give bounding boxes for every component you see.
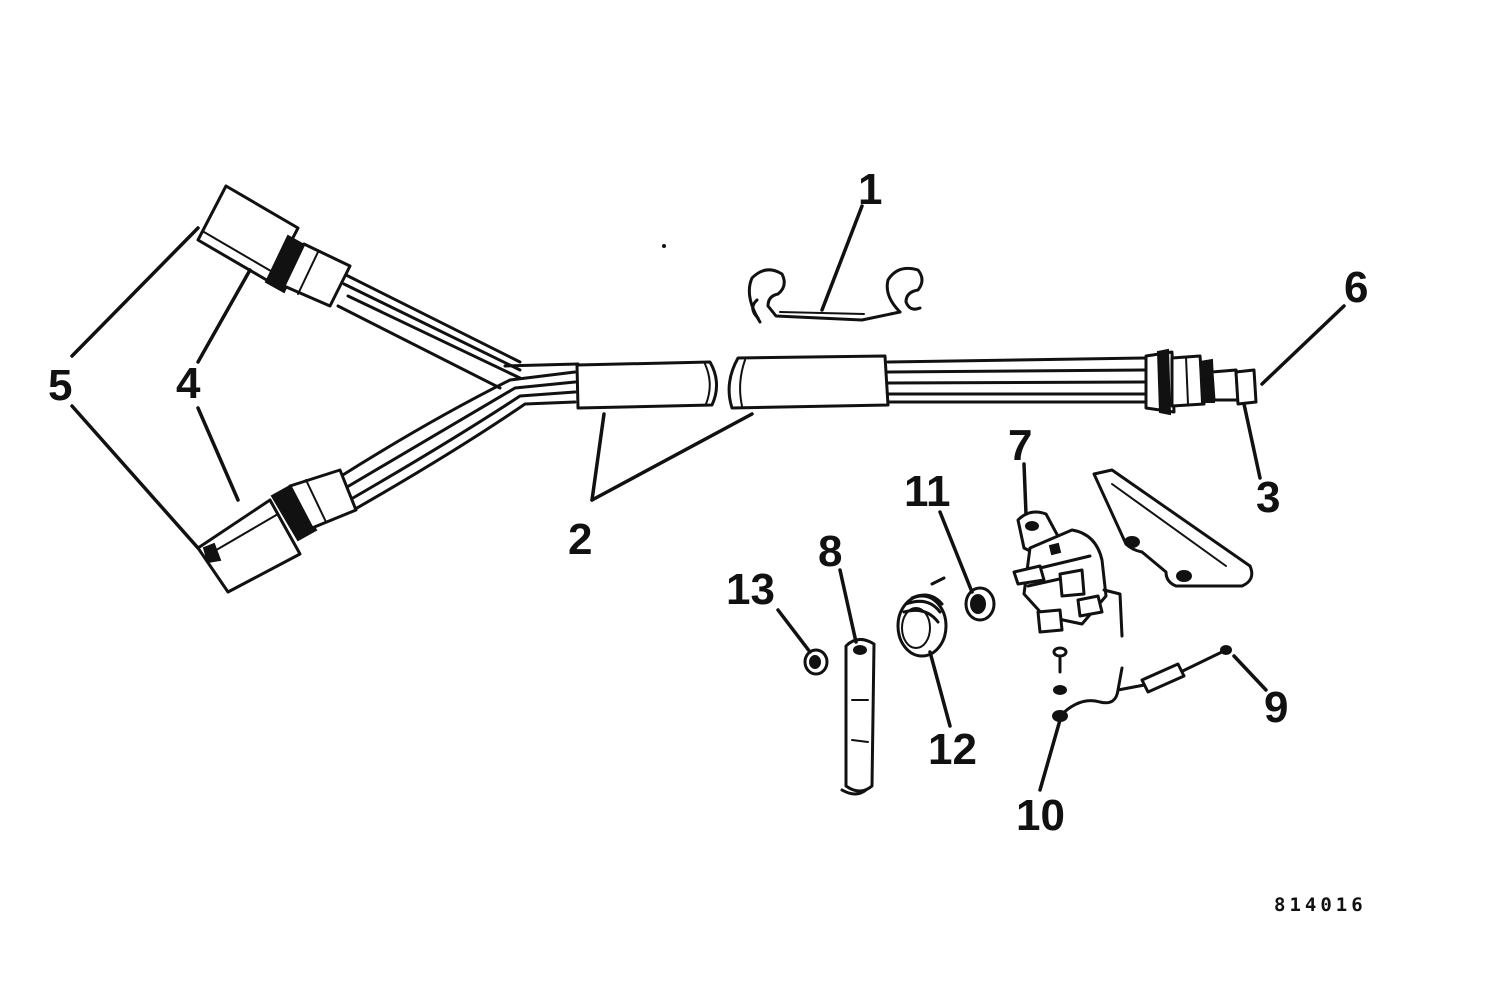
- lever-arm: [840, 638, 876, 796]
- harness-lower-branch-wires: [336, 370, 577, 514]
- leader-13: [776, 608, 812, 654]
- callout-1: 1: [858, 165, 882, 214]
- callout-13: 13: [726, 565, 775, 614]
- callout-8: 8: [818, 527, 842, 576]
- retaining-clip: [747, 266, 924, 324]
- leader-4b: [196, 406, 240, 502]
- hex-nut: [964, 586, 996, 622]
- leader-10: [1038, 718, 1062, 792]
- switch-assembly: [1012, 510, 1124, 638]
- leader-7: [1022, 462, 1028, 516]
- lead-wire: [1052, 645, 1232, 722]
- callout-9: 9: [1264, 683, 1288, 732]
- figure-number: 814016: [1274, 894, 1367, 916]
- lower-boot-connector: [196, 468, 358, 594]
- callout-2: 2: [568, 515, 592, 564]
- right-connector: [1144, 348, 1258, 416]
- print-speck: [662, 244, 666, 248]
- leader-12: [928, 650, 952, 728]
- leader-1: [820, 204, 864, 312]
- callout-12: 12: [928, 725, 977, 774]
- leader-9: [1232, 654, 1268, 692]
- callout-11: 11: [904, 467, 951, 516]
- callout-labels: 1 2 3 4 5 6 7 8 9 10 11 12 13: [48, 165, 1368, 840]
- callout-5: 5: [48, 361, 72, 410]
- harness-sleeve-right: [727, 354, 890, 410]
- callout-3: 3: [1256, 473, 1280, 522]
- leader-4a: [196, 268, 252, 364]
- callout-6: 6: [1344, 263, 1368, 312]
- bushing: [896, 576, 948, 658]
- leader-8: [838, 568, 858, 644]
- harness-trunk-wire: [503, 362, 580, 368]
- callout-10: 10: [1016, 791, 1065, 840]
- leader-6: [1260, 304, 1346, 386]
- leader-5a: [70, 226, 200, 358]
- upper-boot-connector: [196, 184, 352, 308]
- leader-2a: [590, 412, 606, 502]
- leader-2b: [590, 412, 754, 502]
- callout-4: 4: [176, 359, 201, 408]
- leader-lines: [70, 204, 1346, 792]
- leader-11: [938, 510, 974, 594]
- small-nut: [803, 648, 829, 676]
- harness-right-wires: [886, 356, 1150, 404]
- callout-7: 7: [1008, 421, 1032, 470]
- harness-upper-branch-wires: [336, 270, 522, 390]
- leader-3: [1242, 402, 1262, 480]
- wiring-harness: [196, 184, 1258, 594]
- leader-5b: [70, 404, 200, 550]
- harness-sleeve-left: [575, 360, 718, 410]
- mounting-bracket: [1092, 468, 1254, 588]
